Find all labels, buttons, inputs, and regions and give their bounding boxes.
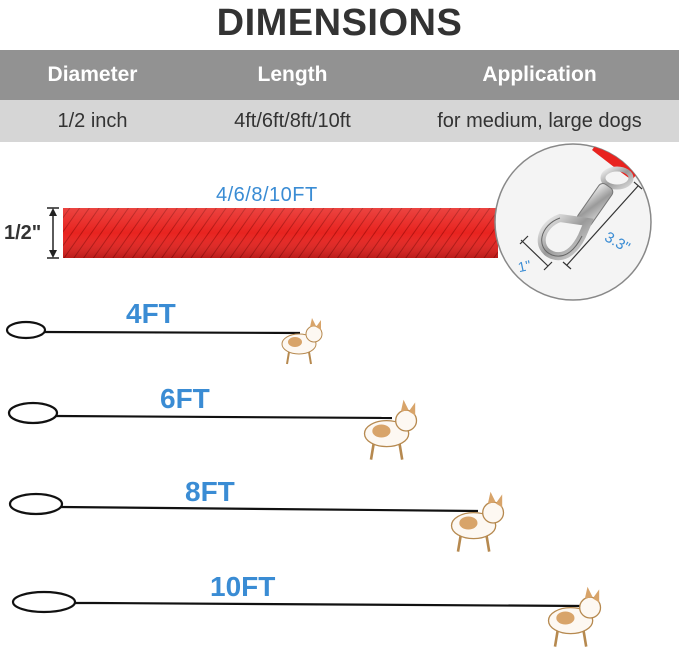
header-application: Application [482, 63, 597, 86]
leash-8ft [8, 492, 479, 516]
leash-4ft [5, 320, 301, 340]
leash-label-8ft: 8FT [185, 476, 235, 507]
header-diameter: Diameter [47, 63, 138, 86]
value-application: for medium, large dogs [437, 109, 642, 132]
page-title: DIMENSIONS [216, 2, 463, 44]
rope-length-label: 4/6/8/10FT [216, 184, 318, 206]
rope-swatch [63, 208, 498, 258]
value-length: 4ft/6ft/8ft/10ft [234, 109, 351, 132]
dog-illustration [281, 318, 323, 365]
hook-detail [494, 143, 652, 301]
leash-6ft [7, 401, 393, 425]
table-row: 1/2 inch 4ft/6ft/8ft/10ft for medium, la… [0, 100, 679, 142]
dog-illustration [363, 399, 418, 460]
diameter-marker [47, 207, 59, 259]
leash-label-4ft: 4FT [126, 298, 176, 329]
dimensions-table: Diameter Length Application 1/2 inch 4ft… [0, 50, 679, 142]
leash-label-10ft: 10FT [210, 571, 276, 602]
dog-illustration [450, 491, 505, 552]
value-diameter: 1/2 inch [57, 109, 128, 132]
leash-10ft [11, 590, 585, 614]
leash-label-6ft: 6FT [160, 383, 210, 414]
header-length: Length [257, 63, 328, 86]
table-header-row: Diameter Length Application [0, 50, 679, 100]
rope-diameter-label: 1/2" [4, 222, 42, 244]
dog-illustration [547, 586, 602, 647]
hook-width-label: 1" [516, 256, 533, 276]
